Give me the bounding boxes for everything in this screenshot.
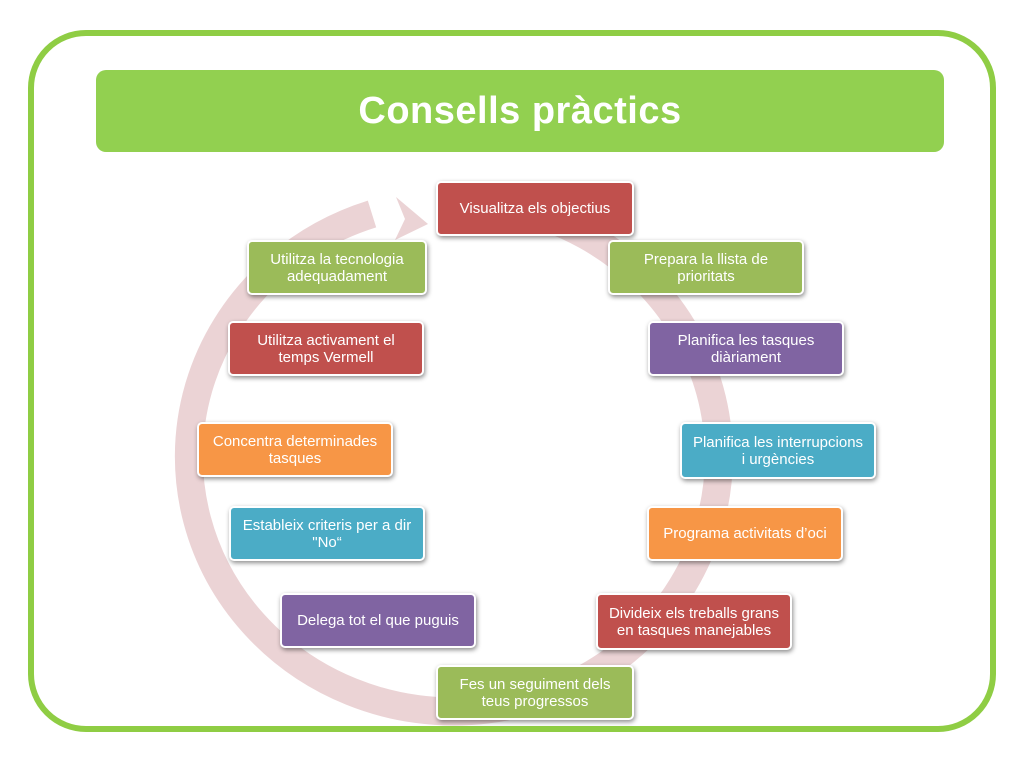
- step-label: Fes un seguiment dels teus progressos: [459, 675, 611, 710]
- step-label: Divideix els treballs grans en tasques m…: [608, 604, 780, 639]
- step-label: Utilitza activament el temps Vermell: [257, 331, 395, 366]
- step-programa-oci: Programa activitats d’oci: [647, 506, 843, 561]
- step-label: Estableix criteris per a dir "No“: [242, 516, 412, 551]
- step-planifica-interrupcions: Planifica les interrupcions i urgències: [680, 422, 876, 479]
- cycle-arrowhead: [395, 197, 428, 240]
- step-label: Utilitza la tecnologia adequadament: [270, 250, 404, 285]
- step-visualitza-objectius: Visualitza els objectius: [436, 181, 634, 236]
- step-prepara-llista: Prepara la llista de prioritats: [608, 240, 804, 295]
- step-concentra-tasques: Concentra determinades tasques: [197, 422, 393, 477]
- step-label: Concentra determinades tasques: [212, 432, 378, 467]
- step-label: Visualitza els objectius: [459, 200, 611, 217]
- step-utilitza-tecnologia: Utilitza la tecnologia adequadament: [247, 240, 427, 295]
- step-divideix-treballs: Divideix els treballs grans en tasques m…: [596, 593, 792, 650]
- step-estableix-criteris: Estableix criteris per a dir "No“: [229, 506, 425, 561]
- step-label: Prepara la llista de prioritats: [643, 250, 769, 285]
- step-label: Planifica les interrupcions i urgències: [692, 433, 864, 468]
- step-label: Planifica les tasques diàriament: [677, 331, 815, 366]
- step-delega: Delega tot el que puguis: [280, 593, 476, 648]
- slide-title: Consells pràctics: [358, 89, 682, 132]
- title-banner: Consells pràctics: [96, 70, 944, 152]
- step-planifica-tasques: Planifica les tasques diàriament: [648, 321, 844, 376]
- step-label: Programa activitats d’oci: [663, 525, 827, 542]
- step-temps-vermell: Utilitza activament el temps Vermell: [228, 321, 424, 376]
- step-fes-seguiment: Fes un seguiment dels teus progressos: [436, 665, 634, 720]
- step-label: Delega tot el que puguis: [297, 612, 459, 629]
